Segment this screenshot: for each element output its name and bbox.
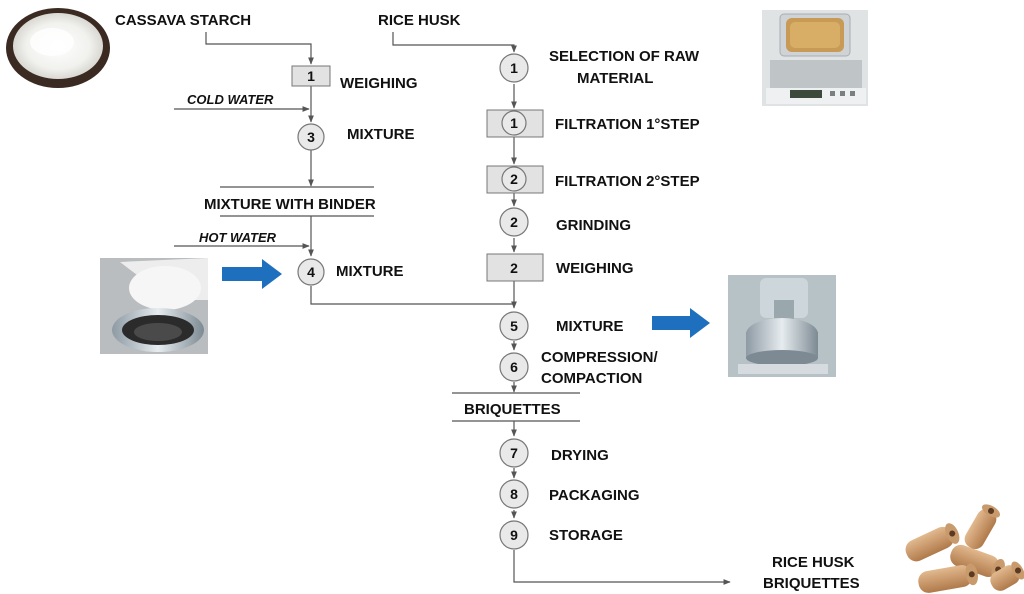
rice-husk-label: RICE HUSK <box>378 12 461 29</box>
mixture-with-binder-label: MIXTURE WITH BINDER <box>204 196 376 213</box>
step-number: 1 <box>510 115 518 131</box>
cold-water-label: COLD WATER <box>187 92 274 107</box>
cassava-starch-photo <box>6 8 110 88</box>
step-label: FILTRATION 1°STEP <box>555 116 700 133</box>
step-label: STORAGE <box>549 527 623 544</box>
output-rice-husk-briquettes: RICE HUSK BRIQUETTES <box>763 554 860 592</box>
step-number: 6 <box>510 359 518 375</box>
flow-lines <box>174 32 731 585</box>
cassava-starch-label: CASSAVA STARCH <box>115 12 251 29</box>
step-number: 1 <box>307 68 315 84</box>
step-weighing-left: 1 WEIGHING <box>291 65 418 92</box>
step-drying: 7 DRYING <box>499 438 609 468</box>
binder-arrow <box>222 259 282 289</box>
step-number: 9 <box>510 527 518 543</box>
step-label: MIXTURE <box>556 318 624 335</box>
rice-husk-on-scale-photo <box>762 10 868 106</box>
step-filtration-1: 1 FILTRATION 1°STEP <box>486 109 700 138</box>
step-storage: 9 STORAGE <box>499 520 623 550</box>
mixer-arrow <box>652 308 710 338</box>
step-number: 5 <box>510 318 518 334</box>
step-mixture-5: 5 MIXTURE <box>499 311 624 341</box>
step-grinding: 2 GRINDING <box>499 207 631 237</box>
briquettes-label: BRIQUETTES <box>464 401 561 418</box>
step-label: DRYING <box>551 447 609 464</box>
step-number: 2 <box>510 214 518 230</box>
step-label: FILTRATION 2°STEP <box>555 173 700 190</box>
hot-water-label: HOT WATER <box>199 230 277 245</box>
step-number: 3 <box>307 129 315 145</box>
step-number: 4 <box>307 264 315 280</box>
step-number: 8 <box>510 486 518 502</box>
step-selection-raw-material: 1 SELECTION OF RAW MATERIAL <box>499 48 700 87</box>
step-number: 2 <box>510 171 518 187</box>
step-number: 1 <box>510 60 518 76</box>
output-label-line2: BRIQUETTES <box>763 575 860 592</box>
step-label: WEIGHING <box>340 75 418 92</box>
output-label-line1: RICE HUSK <box>772 554 855 571</box>
step-number: 7 <box>510 445 518 461</box>
step-label: GRINDING <box>556 217 631 234</box>
step-label-line2: MATERIAL <box>577 70 653 87</box>
step-packaging: 8 PACKAGING <box>499 479 640 509</box>
step-label-line1: COMPRESSION/ <box>541 349 659 366</box>
step-number: 2 <box>510 260 518 276</box>
step-compression: 6 COMPRESSION/ COMPACTION <box>499 349 659 387</box>
step-label-line1: SELECTION OF RAW <box>549 48 700 65</box>
step-label: MIXTURE <box>347 126 415 143</box>
step-label-line2: COMPACTION <box>541 370 642 387</box>
step-label: WEIGHING <box>556 260 634 277</box>
mixer-photo <box>728 275 836 377</box>
step-weighing-right: 2 WEIGHING <box>486 253 634 282</box>
binder-pouring-photo <box>100 258 208 354</box>
briquettes-photo <box>893 504 1024 594</box>
step-filtration-2: 2 FILTRATION 2°STEP <box>486 165 700 194</box>
step-label: PACKAGING <box>549 487 640 504</box>
step-label: MIXTURE <box>336 263 404 280</box>
step-mixture-3: 3 MIXTURE <box>297 123 415 151</box>
step-mixture-4: 4 MIXTURE <box>297 258 404 286</box>
